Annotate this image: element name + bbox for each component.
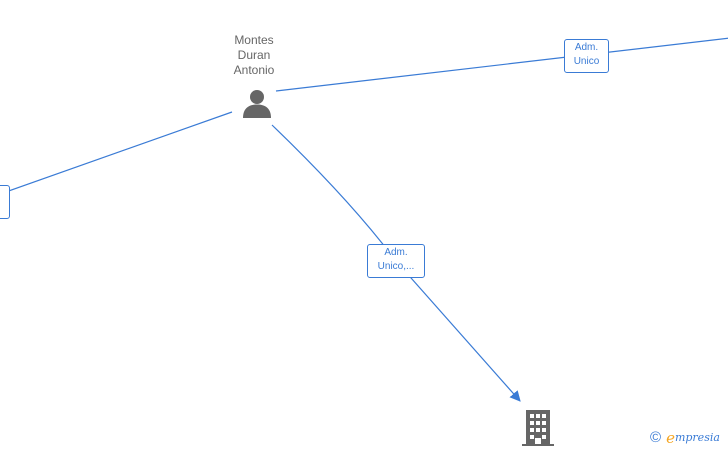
person-icon[interactable] xyxy=(241,88,273,118)
edge-line-right xyxy=(275,37,728,92)
person-name-line: Montes xyxy=(234,33,274,47)
copyright-symbol: © xyxy=(650,429,662,446)
edge-label-line: Unico xyxy=(573,56,600,67)
edge-label-line: Unico,... xyxy=(377,261,415,272)
edge-label-right[interactable]: Adm. Unico xyxy=(564,39,609,73)
edge-label-left[interactable] xyxy=(0,185,10,219)
edge-label-line: Adm. xyxy=(574,42,599,53)
empresia-watermark: © e mpresia xyxy=(650,429,720,447)
building-icon[interactable] xyxy=(522,410,554,446)
edge-label-line: Adm. xyxy=(384,247,408,258)
brand-initial: e xyxy=(666,429,675,447)
edge-line-left xyxy=(0,111,233,195)
person-name-line: Duran xyxy=(237,48,271,62)
person-name[interactable]: Montes Duran Antonio xyxy=(214,33,294,78)
person-name-line: Antonio xyxy=(233,63,275,77)
edge-label-company[interactable]: Adm. Unico,... xyxy=(367,244,425,278)
brand-name: mpresia xyxy=(674,431,720,444)
